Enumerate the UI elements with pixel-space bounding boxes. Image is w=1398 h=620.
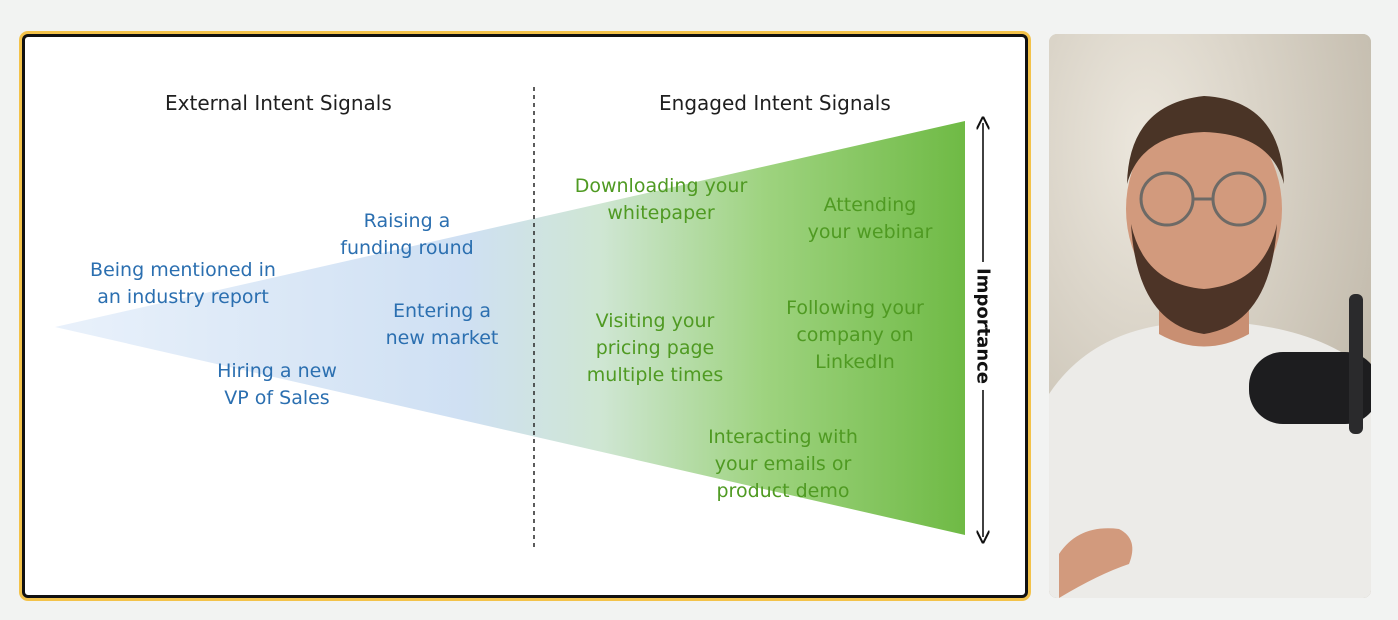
presenter-video-feed-icon — [1049, 34, 1371, 598]
signal-webinar-attendance: Attending your webinar — [807, 194, 933, 243]
external-signals-heading: External Intent Signals — [165, 91, 392, 115]
engaged-signals-heading: Engaged Intent Signals — [659, 91, 891, 115]
signal-whitepaper-download: Downloading your whitepaper — [574, 175, 748, 224]
signal-new-market: Entering a new market — [385, 300, 499, 349]
slide-frame: External Intent Signals Engaged Intent S… — [22, 34, 1028, 598]
signal-new-vp-sales: Hiring a new VP of Sales — [217, 360, 337, 409]
signal-email-demo-interaction: Interacting with your emails or product … — [708, 426, 858, 502]
signal-funding-round: Raising a funding round — [340, 210, 474, 259]
presenter-webcam — [1049, 34, 1371, 598]
importance-wedge — [55, 121, 965, 535]
signal-linkedin-follow: Following your company on LinkedIn — [786, 297, 924, 373]
signal-industry-report: Being mentioned in an industry report — [90, 259, 276, 308]
importance-axis-label: Importance — [972, 261, 994, 391]
signal-pricing-page-visits: Visiting your pricing page multiple time… — [586, 310, 724, 386]
